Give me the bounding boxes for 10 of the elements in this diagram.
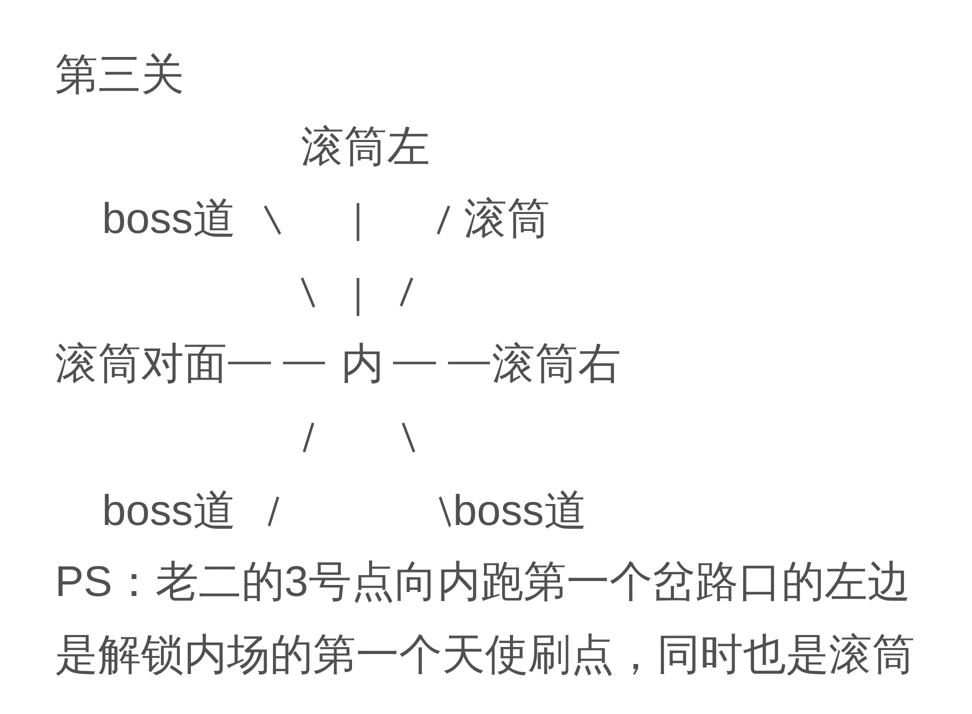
place-label: boss道	[102, 487, 236, 535]
place-label: 内	[341, 340, 384, 388]
place-label: 滚筒右	[492, 340, 621, 388]
place-label: boss道	[102, 195, 236, 243]
note-text: PS：老二的3号点向内跑第一个岔路口的左边是解锁内场的第一个天使刷点，同时也是滚筒	[55, 557, 916, 681]
place-label: 滚筒左	[301, 123, 430, 171]
place-label: 滚筒对面	[55, 340, 227, 388]
title: 第三关	[55, 51, 184, 99]
place-label: 滚筒	[464, 195, 550, 243]
place-label: boss道	[453, 487, 587, 535]
